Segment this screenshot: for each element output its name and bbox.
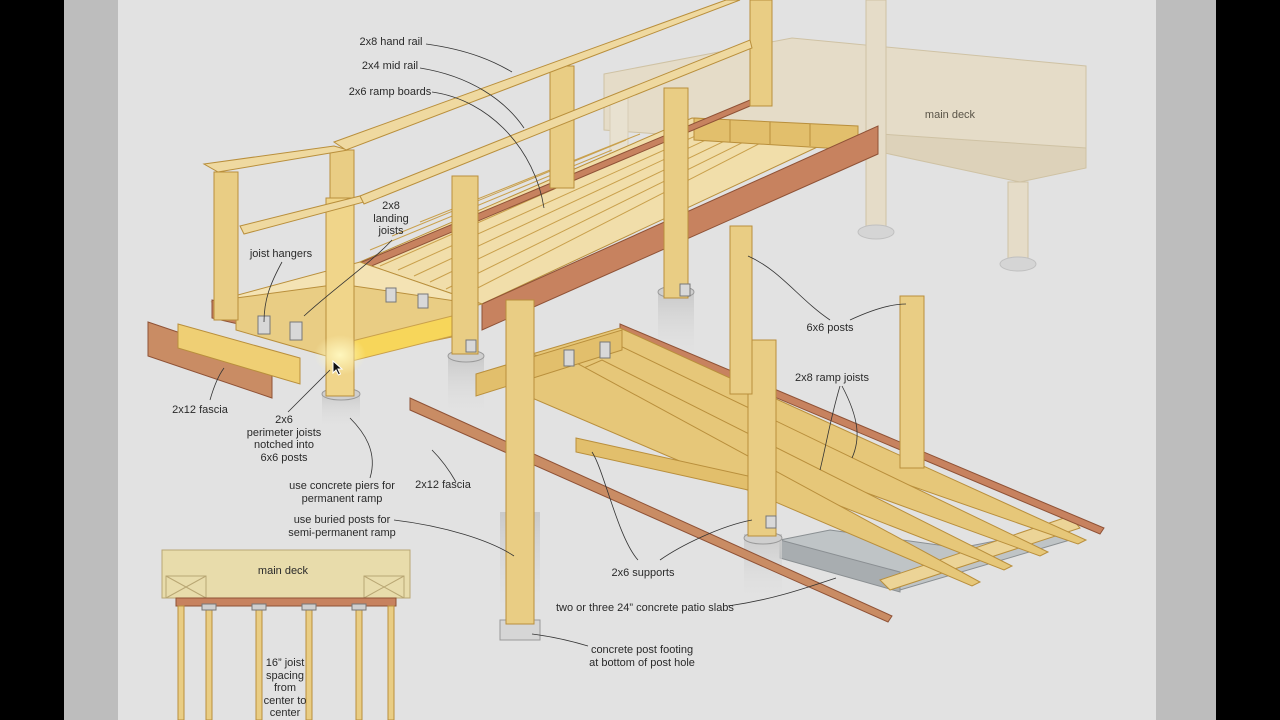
inset-joist-spacing-line5: center (269, 707, 301, 719)
leader-lines (209, 43, 907, 647)
label-mid-rail: 2x4 mid rail (361, 60, 419, 72)
label-landing-joists-line1: 2x8 (382, 200, 400, 212)
label-ramp-boards: 2x6 ramp boards (348, 86, 432, 98)
label-post-footing: concrete post footing at bottom of post … (586, 644, 698, 669)
label-buried-posts-line2: semi-permanent ramp (288, 526, 396, 539)
label-perimeter-line3: notched into (254, 439, 314, 451)
inset-joist-spacing-line4: center to (263, 694, 307, 707)
label-landing-joists: 2x8 landing joists (362, 200, 420, 238)
inset-joist-spacing-line2: spacing (266, 669, 304, 682)
label-main-deck-ghost: main deck (924, 109, 976, 121)
label-fascia-ramp: 2x12 fascia (415, 479, 471, 491)
label-6x6-posts: 6x6 posts (806, 322, 854, 334)
label-post-footing-line2: at bottom of post hole (589, 656, 695, 669)
label-fascia-left: 2x12 fascia (172, 404, 228, 416)
label-perimeter-line1: 2x6 (275, 414, 293, 426)
label-perimeter-line4: 6x6 posts (260, 451, 308, 464)
label-buried-posts-line1: use buried posts for (293, 514, 391, 526)
mouse-cursor-icon (332, 360, 344, 376)
post (505, 299, 535, 625)
label-buried-posts: use buried posts for semi-permanent ramp (284, 514, 400, 539)
inset-joist-spacing-label: 16” joist spacing from center to center (260, 657, 310, 720)
assembled-ramp (202, 0, 879, 430)
label-joist-hangers: joist hangers (249, 248, 313, 260)
label-patio-slabs: two or three 24” concrete patio slabs (556, 602, 734, 614)
label-concrete-piers: use concrete piers for permanent ramp (280, 480, 404, 505)
inset-joist-spacing-line3: from (274, 682, 296, 694)
inset-joist-spacing-line1: 16” joist (265, 657, 305, 669)
perimeter-joist-board (177, 323, 301, 385)
label-landing-joists-line3: joists (378, 225, 404, 237)
post (213, 171, 239, 321)
label-concrete-piers-line1: use concrete piers for (289, 480, 395, 492)
label-landing-joists-line2: landing (373, 212, 409, 225)
highlight-glow (314, 335, 366, 375)
inset-main-deck-label: main deck (257, 565, 309, 577)
framing-inset (161, 549, 411, 720)
exploded-ramp (409, 225, 1105, 641)
label-perimeter-line2: perimeter joists (246, 426, 322, 439)
label-post-footing-line1: concrete post footing (590, 644, 694, 656)
label-ramp-joists: 2x8 ramp joists (795, 372, 869, 384)
label-concrete-piers-line2: permanent ramp (301, 492, 383, 505)
label-2x6-supports: 2x6 supports (611, 567, 675, 579)
label-perimeter-joists: 2x6 perimeter joists notched into 6x6 po… (236, 414, 332, 464)
label-hand-rail: 2x8 hand rail (359, 36, 423, 48)
